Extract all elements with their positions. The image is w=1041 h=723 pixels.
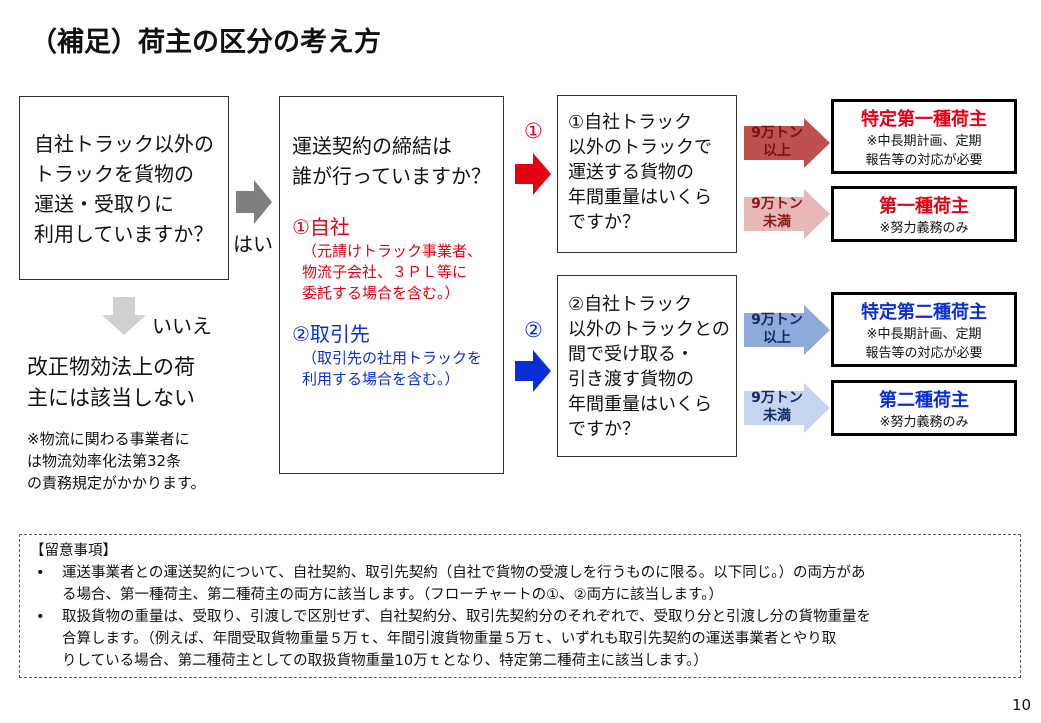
question-line: ①自社トラック [568, 112, 693, 133]
note-line: の責務規定がかかります。 [27, 474, 206, 492]
result-title: 第一種荷主 [879, 196, 969, 217]
threshold-arrow-icon [744, 305, 830, 355]
note-line: ※物流に関わる事業者に [27, 430, 190, 448]
yes-arrow-icon [236, 180, 272, 224]
no-label: いいえ [152, 314, 212, 338]
threshold-arrow-icon [744, 118, 830, 168]
result-title: 特定第一種荷主 [861, 109, 987, 130]
threshold-line: 9万トン [751, 390, 803, 406]
notes-box: 【留意事項】 運送事業者との運送契約について、自社契約、取引先契約（自社で貨物の… [19, 534, 1021, 678]
threshold-label-over: 9万トン 以上 [748, 124, 806, 160]
question-line: 引き渡す貨物の [568, 369, 694, 390]
note-line: 利用する場合を含む。） [302, 370, 460, 388]
note-line: る場合、第一種荷主、第二種荷主の両方に該当します。（フローチャートの①、②両方に… [62, 587, 723, 603]
question-line: 年間重量はいくら [568, 394, 712, 415]
question-line: 間で受け取る・ [568, 344, 694, 365]
note-line: （取引先の社用トラックを [302, 349, 483, 367]
question-box-own-contract-weight: ①自社トラック 以外のトラックで 運送する貨物の 年間重量はいくら ですか？ [557, 95, 737, 253]
note-line: 合算します。（例えば、年間受取貨物重量５万ｔ、年間引渡貨物重量５万ｔ、いずれも取… [62, 631, 837, 647]
no-result-note: ※物流に関わる事業者に は物流効率化法第32条 の責務規定がかかります。 [27, 428, 206, 494]
threshold-label-under: 9万トン 未満 [748, 389, 806, 425]
question-line: ですか？ [568, 419, 640, 440]
question-line: 年間重量はいくら [568, 187, 712, 208]
no-result-line: 主には該当しない [27, 386, 195, 410]
threshold-label-over: 9万トン 以上 [748, 311, 806, 347]
question-line: トラックを貨物の [34, 162, 194, 186]
threshold-arrow-icon [744, 383, 830, 433]
question-line: 誰が行っていますか？ [292, 164, 491, 188]
question-line: 自社トラック以外の [34, 132, 214, 156]
note-item: 運送事業者との運送契約について、自社契約、取引先契約（自社で貨物の受渡しを行うも… [36, 562, 1010, 606]
option-business-partner: ②取引先 [292, 322, 370, 346]
question-line: 運送契約の締結は [292, 134, 452, 158]
threshold-label-under: 9万トン 未満 [748, 195, 806, 231]
note-line: 委託する場合を含む。） [302, 284, 460, 302]
yes-label: はい [233, 232, 273, 256]
no-result-line: 改正物効法上の荷 [27, 355, 195, 379]
result-specified-type2-shipper: 特定第二種荷主 ※中長期計画、定期 報告等の対応が必要 [831, 292, 1017, 367]
page-number: 10 [1012, 696, 1032, 714]
threshold-line: 以上 [763, 143, 791, 159]
question-line: 以外のトラックとの [568, 319, 730, 340]
note-line: 物流子会社、３ＰＬ等に [302, 263, 468, 281]
note-item: 取扱貨物の重量は、受取り、引渡しで区別せず、自社契約分、取引先契約分のそれぞれで… [36, 606, 1010, 672]
question-line: ですか？ [568, 212, 640, 233]
threshold-line: 未満 [763, 214, 791, 230]
threshold-line: 未満 [763, 408, 791, 424]
threshold-line: 9万トン [751, 312, 803, 328]
question-line: 利用していますか？ [34, 222, 214, 246]
result-type2-shipper: 第二種荷主 ※努力義務のみ [831, 380, 1017, 436]
result-type1-shipper: 第一種荷主 ※努力義務のみ [831, 186, 1017, 242]
branch-1-mark: ① [524, 119, 543, 143]
threshold-line: 9万トン [751, 196, 803, 212]
threshold-line: 以上 [763, 330, 791, 346]
result-title: 特定第二種荷主 [861, 302, 987, 323]
result-desc: ※努力義務のみ [879, 221, 969, 236]
branch-2-arrow-icon [515, 350, 551, 392]
question-line: 運送・受取りに [34, 192, 174, 216]
page-title: （補足）荷主の区分の考え方 [30, 27, 381, 58]
question-box-partner-contract-weight: ②自社トラック 以外のトラックとの 間で受け取る・ 引き渡す貨物の 年間重量はい… [557, 275, 737, 457]
notes-heading: 【留意事項】 [30, 543, 117, 559]
branch-2-mark: ② [524, 318, 543, 342]
question-box-contract: 運送契約の締結は 誰が行っていますか？ ①自社 （元請けトラック事業者、 物流子… [279, 96, 504, 474]
note-line: 運送事業者との運送契約について、自社契約、取引先契約（自社で貨物の受渡しを行うも… [62, 565, 866, 581]
result-desc: ※中長期計画、定期 [866, 327, 982, 342]
note-line: 取扱貨物の重量は、受取り、引渡しで区別せず、自社契約分、取引先契約分のそれぞれで… [62, 609, 871, 625]
result-specified-type1-shipper: 特定第一種荷主 ※中長期計画、定期 報告等の対応が必要 [831, 99, 1017, 174]
note-line: りしている場合、第二種荷主としての取扱貨物重量10万ｔとなり、特定第二種荷主に該… [62, 653, 708, 669]
branch-1-arrow-icon [515, 153, 551, 195]
no-result-text: 改正物効法上の荷 主には該当しない [27, 352, 195, 414]
option-own-company: ①自社 [292, 215, 350, 239]
question-line: 運送する貨物の [568, 162, 694, 183]
result-desc: ※中長期計画、定期 [866, 134, 982, 149]
no-arrow-icon [102, 297, 146, 335]
question-line: ②自社トラック [568, 294, 693, 315]
note-line: （元請けトラック事業者、 [302, 242, 483, 260]
threshold-line: 9万トン [751, 125, 803, 141]
question-box-truck-usage: 自社トラック以外の トラックを貨物の 運送・受取りに 利用していますか？ [19, 96, 229, 280]
note-line: は物流効率化法第32条 [27, 452, 182, 470]
option-own-company-note: （元請けトラック事業者、 物流子会社、３ＰＬ等に 委託する場合を含む。） [292, 241, 495, 304]
question-line: 以外のトラックで [568, 137, 712, 158]
notes-list: 運送事業者との運送契約について、自社契約、取引先契約（自社で貨物の受渡しを行うも… [30, 562, 1010, 672]
threshold-arrow-icon [744, 189, 830, 239]
result-desc: ※努力義務のみ [879, 415, 969, 430]
result-desc: 報告等の対応が必要 [865, 346, 983, 361]
result-desc: 報告等の対応が必要 [865, 153, 983, 168]
result-title: 第二種荷主 [879, 390, 969, 411]
option-business-partner-note: （取引先の社用トラックを 利用する場合を含む。） [292, 348, 495, 390]
